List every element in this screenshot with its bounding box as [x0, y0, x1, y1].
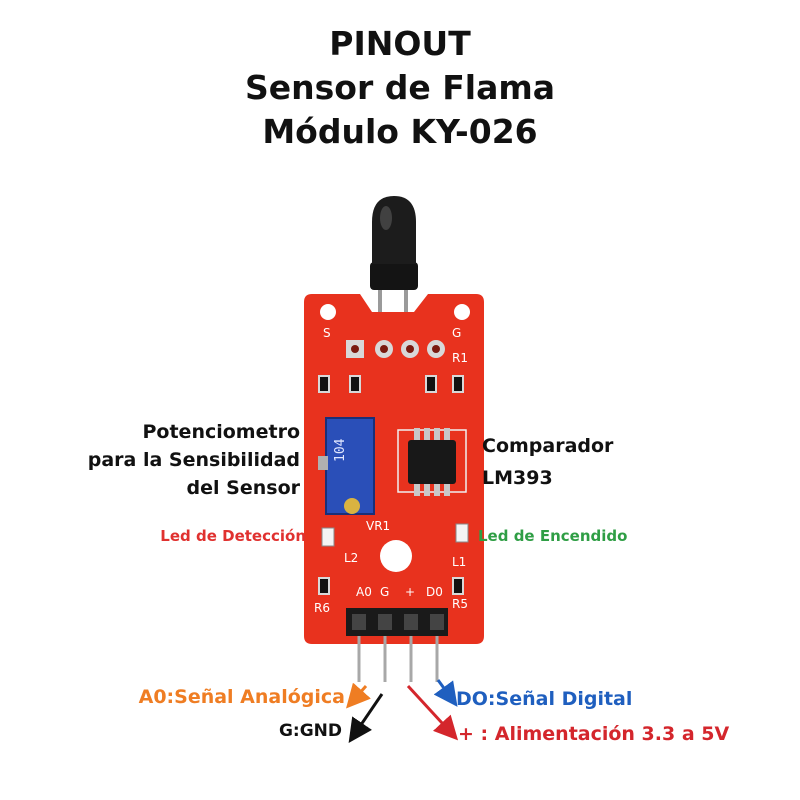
silk-vr1: VR1 [366, 519, 390, 533]
label-potentiometer: Potenciometro para la Sensibilidad del S… [88, 418, 300, 502]
pot-marking: 104 [333, 438, 348, 462]
label-pin-do: DO:Señal Digital [456, 688, 633, 710]
led-power [455, 523, 469, 543]
silk-l1: L1 [452, 555, 466, 569]
silk-g: G [452, 326, 461, 340]
silk-r6: R6 [314, 601, 330, 615]
label-pin-vcc: + : Alimentación 3.3 a 5V [458, 723, 730, 745]
arrow-gnd [348, 693, 384, 743]
label-potentiometer-line-2: para la Sensibilidad [87, 449, 300, 471]
label-pin-a0: A0:Señal Analógica [138, 686, 345, 708]
potentiometer: 104 [318, 417, 375, 515]
comparator-chip [397, 428, 467, 496]
silk-pin-g: G [380, 585, 389, 599]
title-line-3: Módulo KY-026 [262, 112, 538, 151]
resistors [318, 375, 464, 595]
arrow-vcc [406, 684, 459, 741]
title-line-2: Sensor de Flama [245, 68, 555, 107]
silk-s: S [323, 326, 331, 340]
arrow-do [433, 679, 458, 707]
label-led-detection: Led de Detección [160, 527, 306, 545]
label-comparator-line-2: LM393 [482, 467, 553, 489]
label-comparator-line-1: Comparador [482, 435, 614, 457]
label-potentiometer-line-1: Potenciometro [142, 421, 301, 443]
pin-header [346, 608, 448, 682]
title-line-1: PINOUT [329, 24, 471, 63]
arrow-a0 [346, 682, 371, 709]
top-pads [346, 340, 445, 358]
led-detection [321, 527, 335, 547]
silk-pin-do: D0 [426, 585, 443, 599]
silk-pin-plus: + [405, 585, 415, 599]
ir-flame-receiver [370, 196, 418, 348]
label-pin-gnd: G:GND [278, 721, 342, 741]
silk-pin-a0: A0 [356, 585, 372, 599]
page-title: PINOUT Sensor de Flama Módulo KY-026 [0, 22, 800, 154]
label-potentiometer-line-3: del Sensor [186, 477, 300, 499]
silk-l2: L2 [344, 551, 358, 565]
label-led-power: Led de Encendido [478, 527, 628, 545]
silk-r5: R5 [452, 597, 468, 611]
label-comparator: Comparador LM393 [482, 430, 613, 494]
silk-r1: R1 [452, 351, 468, 365]
